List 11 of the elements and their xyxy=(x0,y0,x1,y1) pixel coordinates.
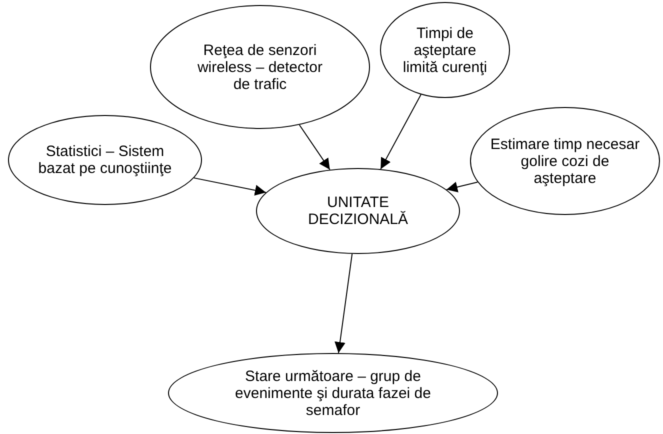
arrow xyxy=(298,124,330,170)
node-label: UNITATE DECIZIONALĂ xyxy=(306,194,410,228)
node-label: Timpi de aşteptare limită curenţi xyxy=(402,24,488,76)
node-label: Stare următoare – grup de evenimente şi durata fazei de semafor xyxy=(234,368,432,418)
arrow xyxy=(380,94,422,170)
arrow xyxy=(193,177,266,196)
node-label: Estimare timp necesar golire cozi de aşteptare xyxy=(490,136,640,186)
arrow xyxy=(334,253,353,354)
node-label: Statistici – Sistem bazat pe cunoştiinţe xyxy=(37,143,173,177)
arrow xyxy=(446,182,478,192)
node-label: Reţea de senzori wireless – detector de trafic xyxy=(196,42,324,92)
